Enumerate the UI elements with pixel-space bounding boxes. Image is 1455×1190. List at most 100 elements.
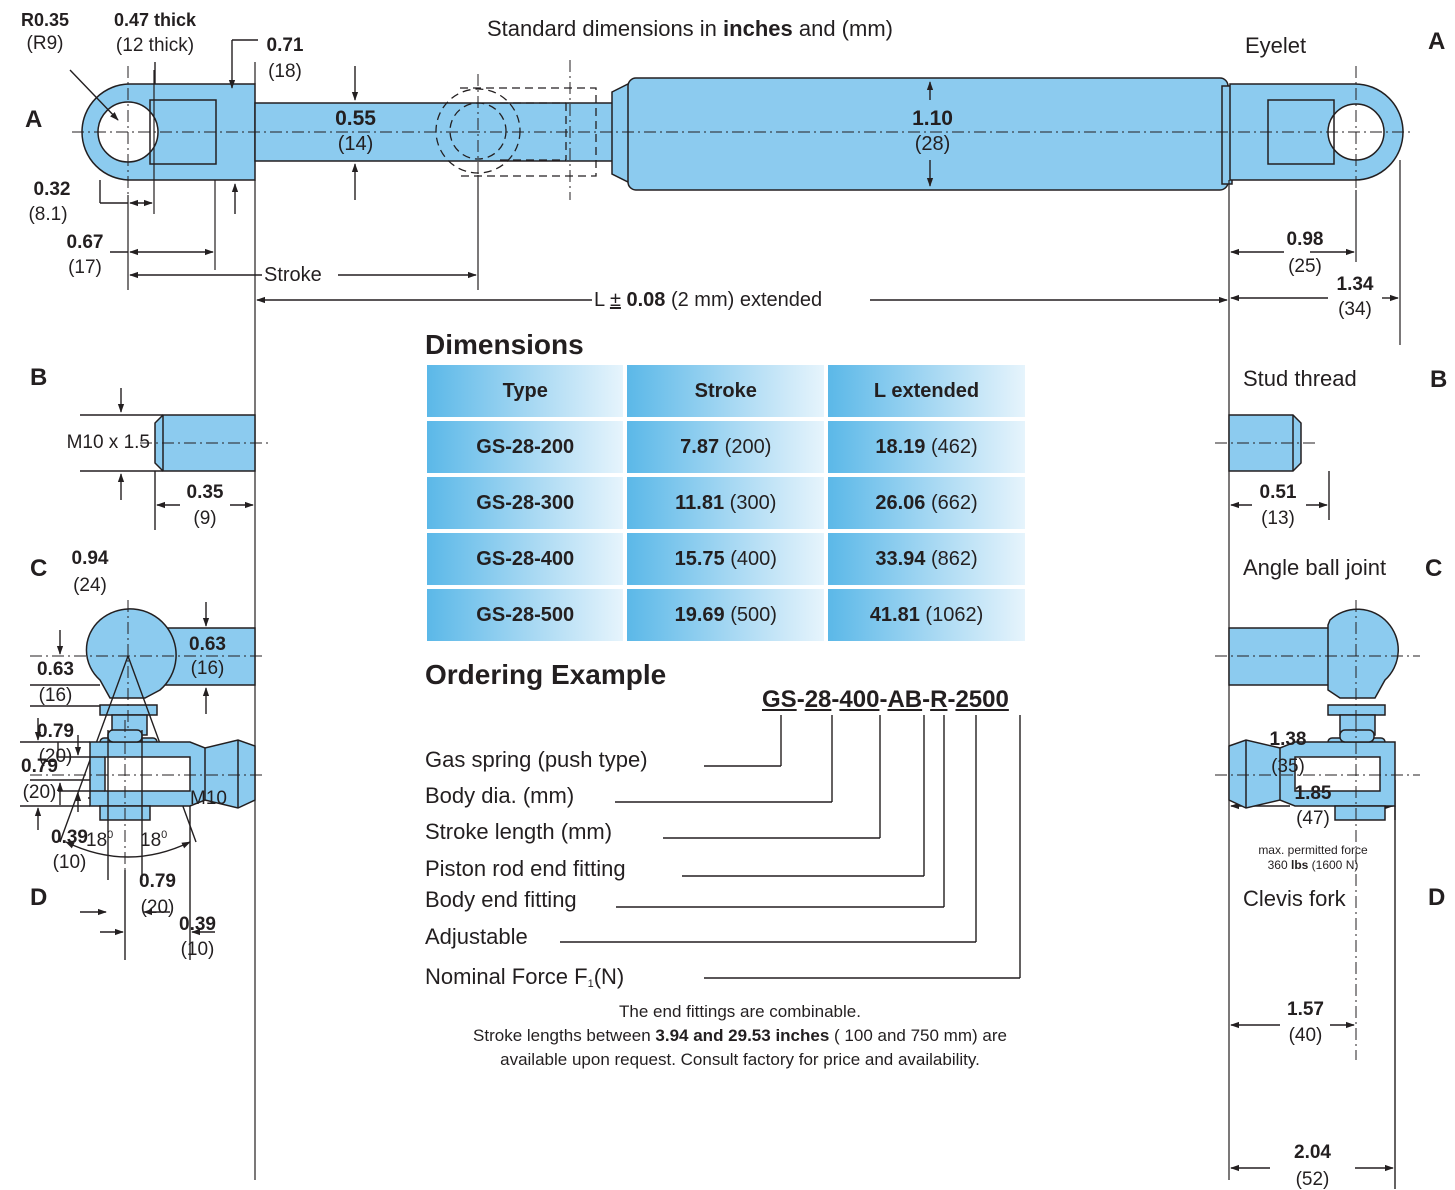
- cell-type: GS-28-500: [427, 589, 624, 641]
- dim-039-pin-mm: (10): [180, 939, 215, 960]
- cell-stroke: 11.81 (300): [627, 477, 825, 529]
- code-separator: -: [922, 686, 931, 713]
- cell-l-extended: 26.06 (662): [828, 477, 1025, 529]
- ordering-leader-lines: [560, 715, 1021, 979]
- dim-body-mm: (28): [914, 133, 951, 155]
- dim-035-mm: (9): [193, 508, 217, 529]
- table-row: GS-28-500 19.69 (500) 41.81 (1062): [427, 589, 1025, 641]
- note-stroke-range: Stroke lengths between 3.94 and 29.53 in…: [395, 1027, 1085, 1044]
- dim-stroke-label: Stroke: [264, 264, 322, 286]
- clevis-fork-right: [1228, 729, 1396, 821]
- dim-134-mm: (34): [1338, 299, 1372, 320]
- table-header-row: Type Stroke L extended: [427, 365, 1025, 417]
- order-label-stroke-length: Stroke length (mm): [425, 819, 613, 844]
- dim-067-mm: (17): [68, 257, 102, 278]
- clevis-fork-left: [89, 729, 256, 821]
- order-label-adjustable: Adjustable: [425, 924, 528, 949]
- dim-079-fork-mm: (20): [22, 782, 57, 803]
- dim-138-inch: 1.38: [1269, 729, 1307, 750]
- l-inch: 18.19: [875, 435, 926, 458]
- dim-067-inch: 0.67: [66, 232, 104, 253]
- dim-body-inch: 1.10: [912, 107, 953, 130]
- note-stroke-text: Stroke lengths between: [473, 1026, 656, 1045]
- angle-left-degree: 0: [107, 829, 114, 841]
- note-availability: available upon request. Consult factory …: [500, 1050, 980, 1069]
- max-force-note-line1: max. permitted force: [1258, 843, 1368, 857]
- dim-079-mm: (20): [38, 746, 73, 767]
- code-part-force: 2500: [955, 686, 1009, 713]
- dim-134-inch: 1.34: [1336, 274, 1374, 295]
- cell-type: GS-28-400: [427, 533, 624, 585]
- l-mm: (462): [925, 435, 978, 458]
- cell-l-extended: 33.94 (862): [828, 533, 1025, 585]
- order-label-nominal-force: Nominal Force F1(N): [425, 966, 624, 990]
- dim-063-body-mm: (16): [190, 658, 225, 679]
- dim-039-pin-inch: 0.39: [179, 914, 216, 935]
- force-label-unit: (N): [593, 964, 625, 989]
- order-label-body-dia: Body dia. (mm): [425, 783, 575, 808]
- dim-079-length-mm: (20): [140, 897, 175, 918]
- dim-157-inch: 1.57: [1287, 999, 1324, 1020]
- dim-angle-left: 180: [86, 829, 114, 851]
- dim-094-inch: 0.94: [71, 548, 109, 569]
- dim-039-slot-inch: 0.39: [51, 827, 88, 848]
- fitting-name-eyelet: Eyelet: [1245, 33, 1307, 58]
- stroke-inch: 15.75: [674, 547, 725, 570]
- max-force-value: 360: [1267, 858, 1291, 872]
- column-header-l-extended: L extended: [828, 365, 1025, 417]
- dim-039-slot-mm: (10): [52, 852, 87, 873]
- section-label-a-right: A: [1428, 28, 1446, 55]
- table-row: GS-28-200 7.87 (200) 18.19 (462): [427, 421, 1025, 473]
- dim-r-mm: (R9): [26, 33, 64, 54]
- section-label-b: B: [30, 364, 48, 391]
- code-part-stroke: 400: [839, 686, 880, 713]
- section-label-d-right: D: [1428, 884, 1446, 911]
- cell-l-extended: 18.19 (462): [828, 421, 1025, 473]
- dim-079-length-inch: 0.79: [139, 871, 176, 892]
- stroke-mm: (500): [724, 603, 777, 626]
- dim-thick-inch: 0.47 thick: [113, 10, 197, 30]
- title-text: Standard dimensions in: [487, 16, 724, 41]
- dim-063-ball-inch: 0.63: [37, 659, 74, 680]
- dim-098-mm: (25): [1288, 256, 1322, 277]
- max-force-unit: lbs: [1290, 858, 1309, 872]
- dim-thick-mm: (12 thick): [115, 35, 195, 56]
- section-label-d: D: [30, 884, 48, 911]
- angle-right-degree: 0: [161, 829, 168, 841]
- stroke-inch: 7.87: [680, 435, 720, 458]
- dim-r-inch: R0.35: [20, 10, 70, 30]
- l-inch: 33.94: [875, 547, 926, 570]
- cell-l-extended: 41.81 (1062): [828, 589, 1025, 641]
- fitting-name-angle-ball-joint: Angle ball joint: [1243, 555, 1387, 580]
- code-separator: -: [796, 686, 805, 713]
- l-mm: (1062): [919, 603, 984, 626]
- dim-angle-right: 180: [140, 829, 168, 851]
- dim-204-mm: (52): [1295, 1169, 1330, 1190]
- dim-rod-inch: 0.55: [335, 107, 376, 130]
- dim-063-body-inch: 0.63: [189, 634, 226, 655]
- l-mm: (662): [925, 491, 978, 514]
- column-header-type: Type: [427, 365, 624, 417]
- code-separator: -: [879, 686, 888, 713]
- cell-type: GS-28-200: [427, 421, 624, 473]
- dimensions-heading: Dimensions: [425, 329, 584, 360]
- section-label-c-right: C: [1425, 555, 1443, 582]
- max-force-note-line2: 360 lbs (1600 N): [1238, 859, 1388, 871]
- dim-094-mm: (24): [73, 575, 107, 596]
- dim-185-mm: (47): [1296, 808, 1330, 829]
- table-row: GS-28-400 15.75 (400) 33.94 (862): [427, 533, 1025, 585]
- gas-spring-assembly: [81, 77, 1404, 191]
- stroke-inch: 19.69: [674, 603, 725, 626]
- page-title: Standard dimensions in inches and (mm): [487, 18, 893, 40]
- column-header-stroke: Stroke: [627, 365, 825, 417]
- stroke-mm: (400): [724, 547, 777, 570]
- cell-stroke: 15.75 (400): [627, 533, 825, 585]
- angle-right-value: 18: [140, 830, 162, 851]
- dim-032-mm: (8.1): [28, 204, 68, 225]
- dim-138-mm: (35): [1271, 756, 1305, 777]
- title-bold-text: inches: [723, 16, 793, 41]
- cell-stroke: 7.87 (200): [627, 421, 825, 473]
- note-stroke-range-inch: 3.94 and 29.53 inches: [655, 1026, 830, 1045]
- l-mm: (862): [925, 547, 978, 570]
